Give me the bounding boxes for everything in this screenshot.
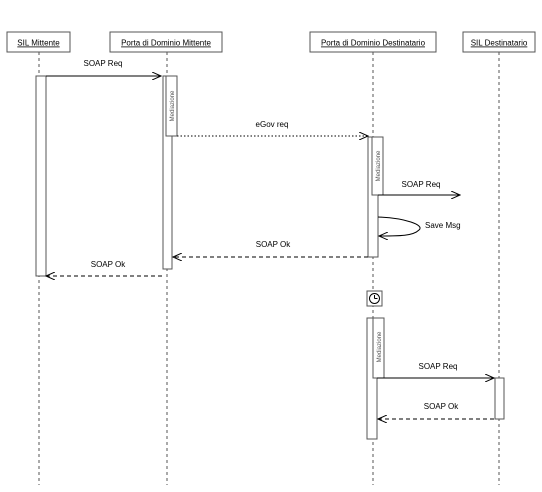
participant-porta-destinatario: Porta di Dominio Destinatario <box>309 31 437 53</box>
participant-sil-destinatario: SIL Destinatario <box>462 31 536 53</box>
message-label: SOAP Ok <box>256 240 292 249</box>
participant-label: Porta di Dominio Mittente <box>121 39 211 48</box>
activation-sil-destinatario <box>494 377 505 420</box>
activation-sil-mittente <box>35 75 47 277</box>
message-label: SOAP Req <box>402 180 441 189</box>
participant-sil-mittente: SIL Mittente <box>6 31 71 53</box>
message-label: SOAP Req <box>84 59 123 68</box>
activation-label: Mediazione <box>377 331 383 362</box>
message-soap-ok-1: SOAP Ok <box>173 240 368 257</box>
participant-label: Porta di Dominio Destinatario <box>321 39 426 48</box>
message-soap-ok-2: SOAP Ok <box>46 260 162 276</box>
activation-mediazione-1 <box>165 75 178 137</box>
activation-mediazione-2 <box>371 136 384 196</box>
message-label: SOAP Ok <box>424 402 460 411</box>
clock-icon <box>366 290 383 307</box>
activation-label: Mediazione <box>376 150 382 181</box>
participant-label: SIL Mittente <box>17 39 60 48</box>
message-soap-req-3: SOAP Req <box>377 362 494 378</box>
message-soap-req-2: SOAP Req <box>378 180 460 195</box>
message-egov-req: eGov req <box>177 120 368 136</box>
message-save-msg: Save Msg <box>377 216 461 236</box>
message-soap-req-1: SOAP Req <box>46 59 161 76</box>
message-soap-ok-3: SOAP Ok <box>378 402 494 419</box>
activation-label: Mediazione <box>170 90 176 121</box>
message-label: SOAP Req <box>419 362 458 371</box>
participant-porta-mittente: Porta di Dominio Mittente <box>109 31 223 53</box>
message-label: SOAP Ok <box>91 260 127 269</box>
message-label: eGov req <box>256 120 289 129</box>
message-label: Save Msg <box>425 221 461 230</box>
participant-label: SIL Destinatario <box>471 39 528 48</box>
